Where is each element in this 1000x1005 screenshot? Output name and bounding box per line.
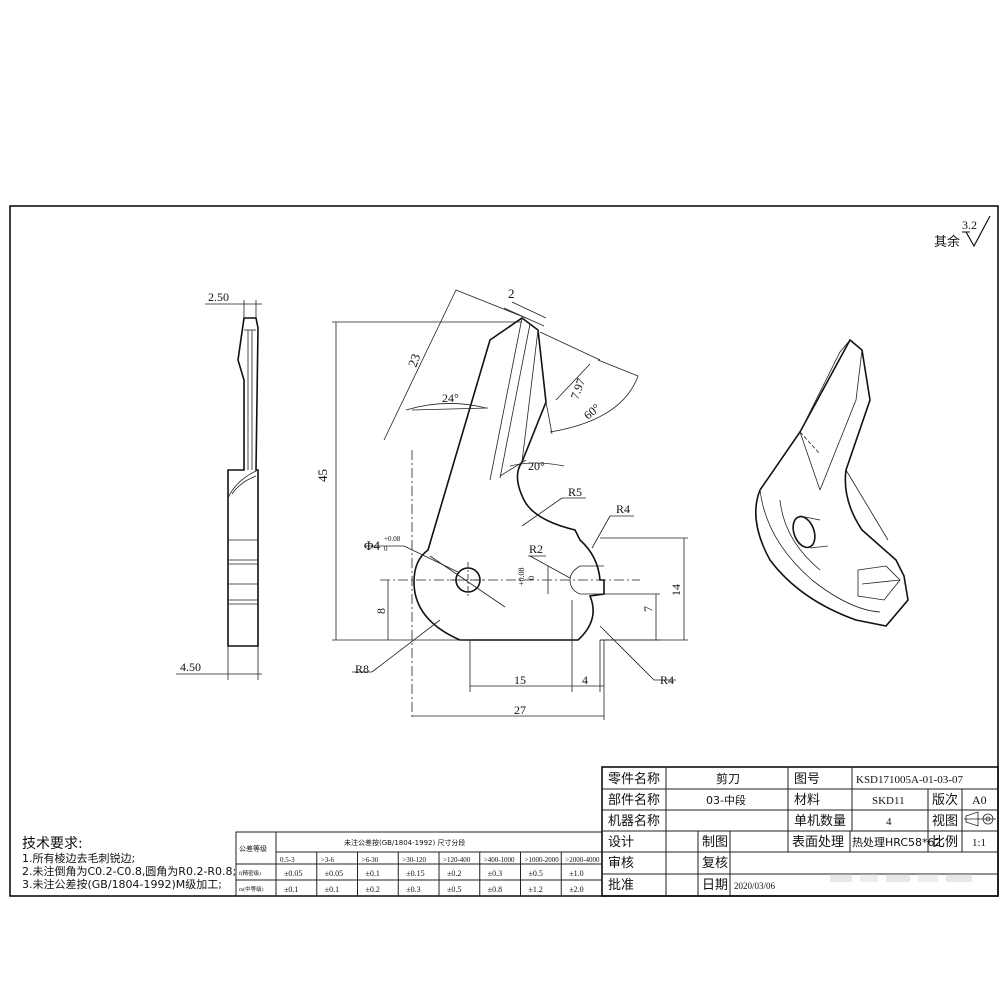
- tol-row-label-1: m(中等级): [239, 885, 264, 893]
- value-scale: 1:1: [972, 837, 986, 849]
- title-block: 零件名称 剪刀 图号 KSD171005A-01-03-07 部件名称 03-中…: [601, 766, 999, 897]
- side-view: 2.50 4.50: [176, 290, 262, 680]
- label-date: 日期: [702, 878, 728, 893]
- tol-range-7: >2000-4000: [565, 856, 600, 864]
- slot-tol-up: +0.08: [517, 567, 526, 586]
- dim-side-bottom: 4.50: [180, 660, 201, 674]
- label-drawing-no: 图号: [794, 772, 820, 787]
- tol-cell-1-3: ±0.3: [406, 885, 420, 894]
- dim-8: 8: [374, 608, 388, 614]
- angle-60: 60°: [581, 401, 603, 423]
- radius-r2: R2: [529, 542, 543, 556]
- label-scale: 比例: [932, 835, 958, 850]
- dim-797: 7.97: [568, 377, 588, 402]
- phi-tol-low: 0: [384, 545, 388, 553]
- dim-7: 7: [641, 606, 655, 612]
- radius-r4-upper: R4: [616, 502, 630, 516]
- dim-23: 23: [405, 352, 424, 369]
- label-version: 版次: [932, 792, 958, 808]
- radius-r8: R8: [355, 662, 369, 676]
- roughness-label: 其余: [934, 234, 960, 250]
- value-surface: 热处理HRC58*62: [852, 836, 942, 849]
- technical-requirements: 技术要求: 1.所有棱边去毛刺锐边; 2.未注倒角为C0.2-C0.8,圆角为R…: [22, 836, 236, 891]
- value-drawing-no: KSD171005A-01-03-07: [856, 774, 963, 786]
- tol-cell-1-4: ±0.5: [447, 885, 461, 894]
- label-qty: 单机数量: [794, 814, 846, 829]
- blurred-watermark: [830, 874, 972, 882]
- label-machine: 机器名称: [608, 813, 660, 829]
- tol-cell-0-5: ±0.3: [488, 869, 502, 878]
- label-material: 材料: [794, 793, 820, 808]
- value-part-name: 剪刀: [716, 771, 740, 786]
- tol-range-1: >3-6: [321, 856, 335, 864]
- label-design: 设计: [608, 835, 634, 850]
- front-view: 45 23 2 24° 7.97 60° 20° R5 R4: [315, 286, 688, 720]
- tol-range-6: >1000-2000: [525, 856, 560, 864]
- angle-24: 24°: [442, 391, 459, 405]
- tol-cell-1-6: ±1.2: [529, 885, 543, 894]
- slot-tol-low: 0: [527, 576, 536, 580]
- dim-phi4: Φ4: [364, 538, 381, 553]
- label-approve: 批准: [608, 878, 634, 893]
- label-component: 部件名称: [608, 792, 660, 808]
- tol-cell-0-0: ±0.05: [284, 869, 302, 878]
- surface-roughness-symbol: 3.2 其余: [934, 215, 991, 250]
- value-material: SKD11: [872, 795, 905, 807]
- dim-2: 2: [508, 286, 515, 301]
- projection-symbol-icon: [964, 811, 996, 827]
- dim-side-top: 2.50: [208, 290, 229, 304]
- tech-title: 技术要求:: [22, 836, 83, 852]
- angle-20: 20°: [528, 459, 545, 473]
- dim-14: 14: [669, 584, 683, 596]
- tol-cell-1-5: ±0.8: [488, 885, 502, 894]
- tol-cell-0-4: ±0.2: [447, 869, 461, 878]
- label-review: 审核: [608, 856, 634, 871]
- tol-cell-0-1: ±0.05: [325, 869, 343, 878]
- roughness-value: 3.2: [962, 218, 977, 232]
- tol-range-0: 0.5-3: [280, 856, 295, 864]
- label-draw: 制图: [702, 835, 728, 850]
- label-surface: 表面处理: [792, 835, 844, 850]
- tol-row-label-0: f(精密级): [239, 869, 261, 877]
- isometric-view: [754, 338, 909, 627]
- tol-cell-0-6: ±0.5: [529, 869, 543, 878]
- dim-45: 45: [315, 469, 330, 482]
- tech-line-3: 3.未注公差按(GB/1804-1992)M级加工;: [22, 877, 222, 891]
- tol-cell-0-2: ±0.1: [366, 869, 380, 878]
- label-part-name: 零件名称: [608, 771, 660, 787]
- tol-cell-1-1: ±0.1: [325, 885, 339, 894]
- tolerance-table: 公差等级 未注公差按(GB/1804-1992) 尺寸分段 0.5-3 >3-6 >…: [235, 831, 603, 897]
- tol-range-4: >120-400: [443, 856, 471, 864]
- tol-range-3: >30-120: [402, 856, 426, 864]
- value-date: 2020/03/06: [734, 881, 776, 891]
- radius-r4-lower: R4: [660, 673, 674, 687]
- tol-header-left: 公差等级: [239, 844, 267, 853]
- tol-cell-1-0: ±0.1: [284, 885, 298, 894]
- label-recheck: 复核: [702, 856, 728, 871]
- tech-line-1: 1.所有棱边去毛刺锐边;: [22, 851, 135, 865]
- value-qty: 4: [886, 816, 892, 828]
- tol-header-main: 未注公差按(GB/1804-1992) 尺寸分段: [344, 838, 465, 847]
- radius-r5: R5: [568, 485, 582, 499]
- tol-range-5: >400-1000: [484, 856, 515, 864]
- tol-range-2: >6-30: [362, 856, 379, 864]
- value-component: 03-中段: [706, 793, 746, 807]
- tol-cell-1-2: ±0.2: [366, 885, 380, 894]
- dim-27: 27: [514, 703, 526, 717]
- dim-4: 4: [582, 673, 588, 687]
- tol-cell-0-3: ±0.15: [406, 869, 424, 878]
- tech-line-2: 2.未注倒角为C0.2-C0.8,圆角为R0.2-R0.8;: [22, 864, 236, 878]
- label-view: 视图: [932, 814, 958, 829]
- tol-cell-0-7: ±1.0: [569, 869, 583, 878]
- tol-cell-1-7: ±2.0: [569, 885, 583, 894]
- phi-tol-up: +0.08: [384, 535, 401, 543]
- dim-15: 15: [514, 673, 526, 687]
- value-version: A0: [972, 793, 987, 807]
